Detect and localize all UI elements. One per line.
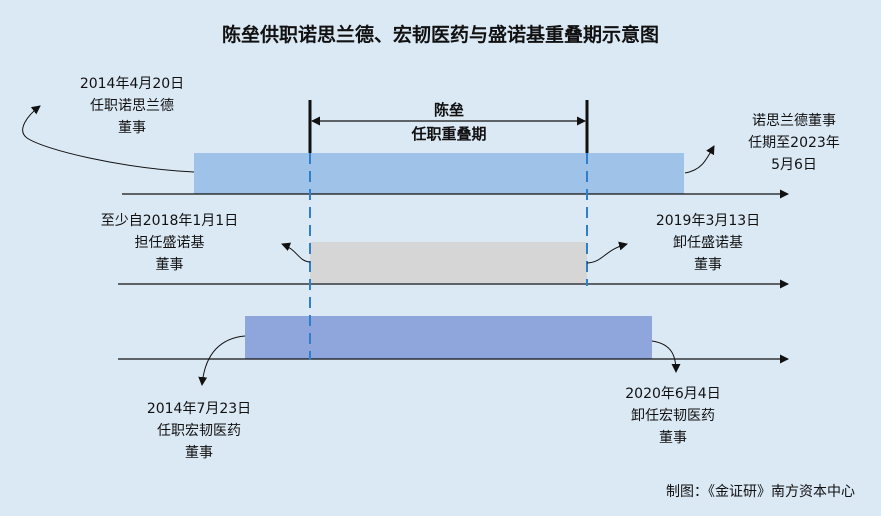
label-hongren-start: 2014年7月23日 任职宏韧医药 董事 (129, 398, 269, 464)
overlap-label: 陈垒 任职重叠期 (310, 98, 588, 146)
label-hongren-end-role: 卸任宏韧医药 (631, 408, 715, 424)
label-hongren-start-title: 董事 (185, 445, 213, 461)
label-hongren-start-role: 任职宏韧医药 (157, 423, 241, 439)
label-shengnuoji-start-role: 担任盛诺基 (134, 235, 205, 251)
label-hongren-end-title: 董事 (659, 430, 687, 446)
label-nuosi-start-role: 任职诺思兰德 (90, 98, 174, 114)
pointer-nuosi-end (684, 145, 715, 174)
pointer-shengnuoji-start (281, 242, 311, 263)
bar-shengnuoji (310, 242, 587, 283)
pointer-hongren-end (651, 340, 681, 373)
label-nuosi-start: 2014年4月20日 任职诺思兰德 董事 (62, 73, 202, 139)
overlap-label-name: 陈垒 (433, 101, 464, 119)
label-shengnuoji-end-date: 2019年3月13日 (655, 213, 761, 229)
label-hongren-end: 2020年6月4日 卸任宏韧医药 董事 (603, 383, 743, 449)
label-hongren-end-date: 2020年6月4日 (625, 386, 721, 402)
label-nuosi-end: 诺思兰德董事 任期至2023年 5月6日 (724, 110, 864, 176)
label-shengnuoji-start: 至少自2018年1月1日 担任盛诺基 董事 (82, 210, 257, 276)
credit-text: 制图：《金证研》南方资本中心 (666, 484, 855, 500)
pointer-nuosi-start (22, 105, 195, 173)
label-shengnuoji-end: 2019年3月13日 卸任盛诺基 董事 (638, 210, 778, 276)
label-nuosi-start-title: 董事 (118, 120, 146, 136)
label-shengnuoji-start-title: 董事 (155, 257, 184, 273)
label-hongren-start-date: 2014年7月23日 (146, 401, 252, 417)
bar-hongren-yiyao (245, 316, 652, 359)
label-shengnuoji-start-date: 至少自2018年1月1日 (100, 213, 239, 229)
label-shengnuoji-end-role: 卸任盛诺基 (673, 235, 743, 251)
pointer-shengnuoji-end (586, 241, 628, 264)
pointer-hongren-start (198, 335, 246, 386)
label-nuosi-start-date: 2014年4月20日 (79, 76, 185, 92)
bar-nuosi-lande (194, 153, 684, 194)
label-nuosi-end-line1: 诺思兰德董事 (752, 113, 836, 129)
diagram-title: 陈垒供职诺思兰德、宏韧医药与盛诺基重叠期示意图 (221, 24, 659, 46)
label-nuosi-end-line3: 5月6日 (771, 157, 817, 173)
label-nuosi-end-line2: 任期至2023年 (748, 135, 840, 151)
overlap-label-period: 任职重叠期 (411, 125, 487, 143)
label-shengnuoji-end-title: 董事 (694, 257, 722, 273)
